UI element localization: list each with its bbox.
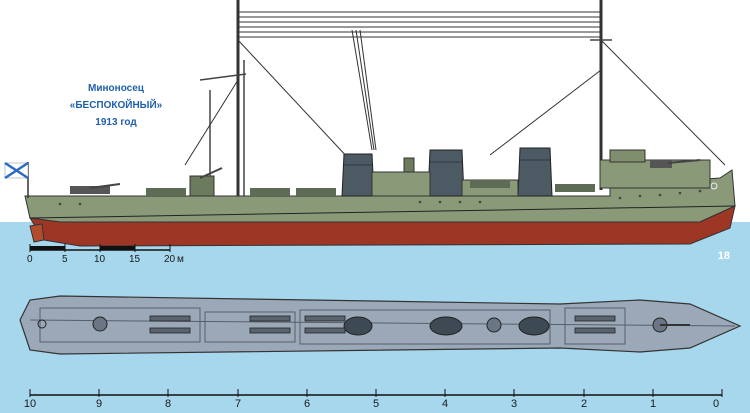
ruler-label: 10 [23,398,37,410]
metric-scale-bar [29,244,171,252]
scale-tick-20: 20 [164,254,176,265]
ruler-label: 9 [95,398,103,410]
caption-name: «БЕСПОКОЙНЫЙ» [69,100,163,111]
scale-tick-5: 5 [62,254,68,265]
ruler-label: 1 [649,398,657,410]
ruler-label: 0 [712,398,720,410]
ship-profile [4,0,736,247]
bottom-ruler [29,389,723,397]
ruler-label: 3 [510,398,518,410]
scale-tick-10: 10 [94,254,106,265]
ship-caption: Миноносец «БЕСПОКОЙНЫЙ» 1913 год [68,80,164,131]
plate-number: 18 [717,250,730,262]
hull-lower [29,205,736,247]
scale-tick-15: 15 [129,254,141,265]
ruler-label: 5 [372,398,380,410]
ruler-label: 4 [441,398,449,410]
caption-type: Миноносец [88,83,144,94]
ruler-label: 7 [234,398,242,410]
funnel-1 [341,153,375,197]
ruler-label: 2 [580,398,588,410]
funnel-3 [517,147,553,197]
scale-tick-0: 0 [27,254,33,265]
scale-unit: м [177,254,184,265]
ruler-label: 8 [164,398,172,410]
ruler-label: 6 [303,398,311,410]
caption-year: 1913 год [95,117,137,128]
deck-plan [19,295,742,355]
funnel-2 [427,149,465,197]
